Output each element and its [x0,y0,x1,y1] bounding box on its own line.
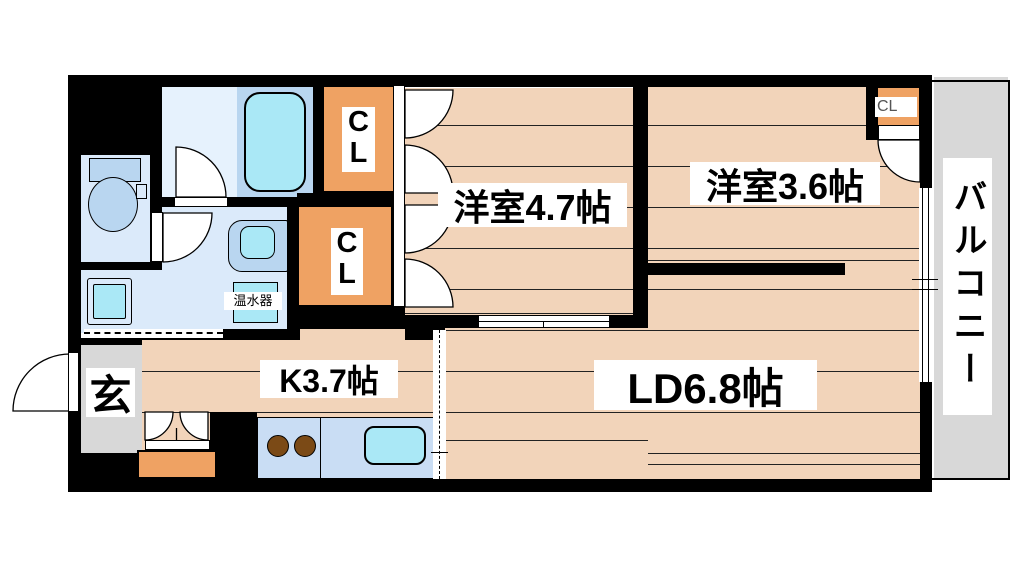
label-water-heater: 温水器 [224,292,282,310]
closet1-2-door-panel [393,85,405,307]
partition-dashed-line [439,330,440,479]
closet1-door-arc-top [404,89,454,139]
label-closet1: CL [342,107,375,172]
label-living-dining: LD6.8帖 [594,360,817,412]
entrance-door-arc [12,353,71,412]
shoe-cabinet [137,450,217,479]
wall-entrance-bottom [68,453,142,492]
washroom-sliding-threshold [84,329,223,340]
stove-burner [267,435,289,457]
toilet-bowl [88,177,138,232]
wash-basin-bowl [240,226,275,259]
label-closet3: CL [875,97,917,117]
wall-washroom-right [287,207,297,333]
wall-rooms-divider [633,87,648,317]
ld-balcony-window [919,188,933,382]
window-line [922,188,923,382]
wall-right-lower [920,380,932,492]
washer-pan-inner [93,284,126,319]
bathtub [244,92,306,192]
label-closet2: CL [331,228,363,295]
kitchen-counter [257,417,434,479]
balcony-border-top [932,80,1010,82]
wall-shoe-right [210,412,257,492]
label-balcony: バルコニー [943,158,992,415]
balcony-border-bottom [932,478,1010,480]
wall-toilet-bottom [81,262,162,270]
wall-bath-washroom [162,197,322,207]
label-western-room-3-6: 洋室3.6帖 [690,162,880,207]
kitchen-sink [364,426,426,465]
wall-below-closet2 [297,307,405,329]
closet3-door-arc [877,139,921,183]
shoe-cabinet-door-arc-right [179,411,209,441]
label-entrance: 玄 [86,368,135,419]
shoe-cabinet-door-arc-left [144,411,174,441]
kitchen-ld-partition [431,330,448,479]
balcony-border-right [1008,80,1010,480]
closet2-door-arc-bottom [404,258,454,308]
wall-right-upper [920,75,932,190]
shoe-cabinet-ledge [145,440,210,450]
label-kitchen: K3.7帖 [260,360,398,399]
wall-bottom [68,479,932,492]
threshold-dashed-line [84,332,223,334]
washroom-door-arc [162,212,213,263]
partition-tick [431,452,448,453]
counter-divider [320,418,321,478]
wall-corner-topleft [68,75,162,155]
label-western-room-4-7: 洋室4.7帖 [438,183,627,228]
window-line [928,188,929,382]
toilet-flush-button [136,184,147,199]
wall-bath-right [313,75,322,207]
wall-below-washroom [223,329,300,340]
wall-top [68,75,930,87]
wall-entrance-top [81,338,142,345]
sliding-door-room47-ld [478,315,610,328]
entrance-door-panel [68,352,79,412]
sliding-door-rail [479,321,609,322]
washroom-door-panel [151,212,163,262]
wall-between-closets [297,193,405,205]
bathroom-door-arc [175,146,227,198]
wall-room36-ld [648,263,845,275]
sliding-door-tick [543,321,544,328]
balcony-vertical-text: バルコニー [948,179,986,394]
bathroom-door-threshold [174,197,228,207]
closet3-door-panel [878,125,920,140]
window-tick [912,279,938,280]
window-tick [912,289,938,290]
stove-burner [294,435,316,457]
wall-room47-bottom-right [610,315,648,328]
closet1-box [322,85,395,193]
